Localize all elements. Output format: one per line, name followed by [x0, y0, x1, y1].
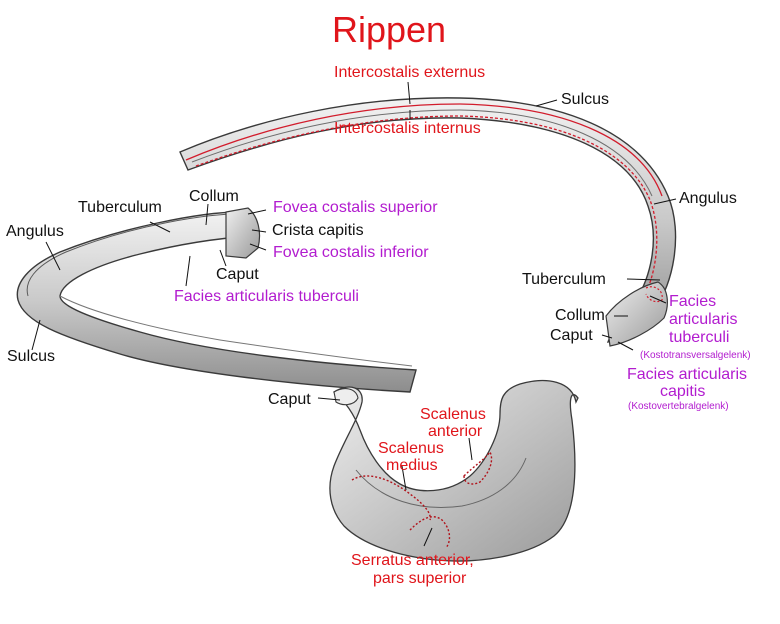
label-kostotransversalgelenk: (Kostotransversalgelenk)	[640, 350, 751, 361]
label-facies-capitis-2: capitis	[660, 383, 706, 400]
label-caput-left: Caput	[216, 266, 259, 283]
first-rib-head	[333, 388, 359, 406]
label-facies-tuberculi-right-1: Facies	[669, 293, 717, 310]
label-fovea-costalis-superior: Fovea costalis superior	[273, 199, 438, 216]
scalenus-anterior-insertion	[463, 450, 493, 485]
leader-lines	[31, 81, 677, 547]
label-serratus-1: Serratus anterior,	[351, 552, 474, 569]
label-tuberculum-right: Tuberculum	[522, 271, 606, 288]
label-angulus-right: Angulus	[679, 190, 737, 207]
label-caput-bottom: Caput	[268, 391, 311, 408]
label-facies-tuberculi-right-2: articularis	[669, 311, 738, 328]
rib-left-drawing	[16, 207, 417, 393]
label-crista-capitis: Crista capitis	[272, 222, 364, 239]
label-facies-capitis-1: Facies articularis	[627, 366, 748, 383]
facies-tuberculi-right-dots	[645, 286, 663, 303]
label-facies-tuberculi-left: Facies articularis tuberculi	[174, 288, 359, 305]
intercostalis-internus-line	[195, 115, 658, 289]
serratus-insertion	[409, 516, 451, 549]
rib-left-head	[225, 207, 261, 259]
page-title: Rippen	[332, 9, 447, 50]
rib-left-body	[16, 211, 417, 393]
intercostalis-externus-line	[185, 103, 663, 197]
rib-right-drawing	[179, 97, 677, 347]
first-rib-drawing	[329, 380, 579, 562]
label-collum-left: Collum	[189, 188, 239, 205]
label-facies-tuberculi-right-3: tuberculi	[669, 329, 730, 346]
label-serratus-2: pars superior	[373, 570, 467, 587]
first-rib-body	[329, 380, 579, 562]
rib-left-upper-surface	[26, 213, 253, 297]
label-scalenus-anterior-2: anterior	[428, 423, 483, 440]
label-intercostalis-internus: Intercostalis internus	[334, 120, 481, 137]
label-caput-right: Caput	[550, 327, 593, 344]
rib-left-shading	[59, 295, 413, 367]
label-collum-right: Collum	[555, 307, 605, 324]
label-fovea-costalis-inferior: Fovea costalis inferior	[273, 244, 429, 261]
label-sulcus-left: Sulcus	[7, 348, 56, 365]
label-sulcus-right: Sulcus	[561, 91, 610, 108]
label-scalenus-medius-1: Scalenus	[378, 440, 444, 457]
rib-right-inner-edge	[191, 109, 653, 197]
label-angulus-left: Angulus	[6, 223, 64, 240]
label-scalenus-anterior-1: Scalenus	[420, 406, 486, 423]
label-scalenus-medius-2: medius	[386, 457, 438, 474]
label-tuberculum-left: Tuberculum	[78, 199, 162, 216]
first-rib-groove	[355, 457, 527, 508]
label-kostovertebralgelenk: (Kostovertebralgelenk)	[628, 401, 729, 412]
rib-right-head	[605, 281, 668, 347]
label-intercostalis-externus: Intercostalis externus	[334, 64, 486, 81]
